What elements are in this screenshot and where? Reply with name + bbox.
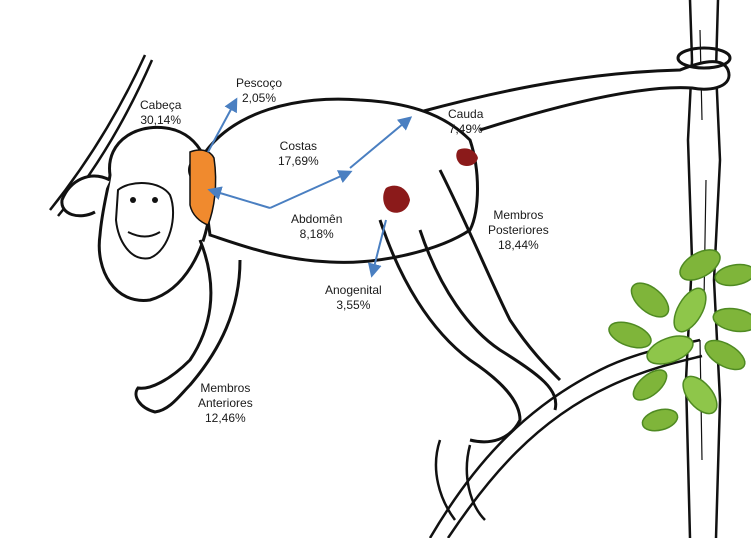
label-abdomen: Abdomên 8,18% [291, 212, 342, 242]
label-abdomen-value: 8,18% [291, 227, 342, 242]
label-pescoco-value: 2,05% [236, 91, 282, 106]
label-abdomen-name: Abdomên [291, 212, 342, 227]
label-membros-anteriores-name2: Anteriores [198, 396, 253, 411]
label-costas-value: 17,69% [278, 154, 319, 169]
label-membros-posteriores: Membros Posteriores 18,44% [488, 208, 549, 253]
label-anogenital-name: Anogenital [325, 283, 382, 298]
label-membros-posteriores-name1: Membros [488, 208, 549, 223]
label-membros-anteriores-name1: Membros [198, 381, 253, 396]
label-anogenital-value: 3,55% [325, 298, 382, 313]
label-anogenital: Anogenital 3,55% [325, 283, 382, 313]
label-membros-anteriores: Membros Anteriores 12,46% [198, 381, 253, 426]
label-cauda-name: Cauda [448, 107, 483, 122]
hind-leg-2 [420, 230, 556, 410]
label-pescoco-name: Pescoço [236, 76, 282, 91]
label-cabeca: Cabeça 30,14% [140, 98, 181, 128]
label-cabeca-name: Cabeça [140, 98, 181, 113]
hind-foot [436, 440, 485, 520]
neck-highlight [190, 150, 216, 225]
leaves [606, 244, 751, 435]
label-cabeca-value: 30,14% [140, 113, 181, 128]
label-cauda-value: 7,49% [448, 122, 483, 137]
label-costas: Costas 17,69% [278, 139, 319, 169]
label-membros-posteriores-name2: Posteriores [488, 223, 549, 238]
label-membros-anteriores-value: 12,46% [198, 411, 253, 426]
label-cauda: Cauda 7,49% [448, 107, 483, 137]
label-costas-name: Costas [278, 139, 319, 154]
label-membros-posteriores-value: 18,44% [488, 238, 549, 253]
label-pescoco: Pescoço 2,05% [236, 76, 282, 106]
